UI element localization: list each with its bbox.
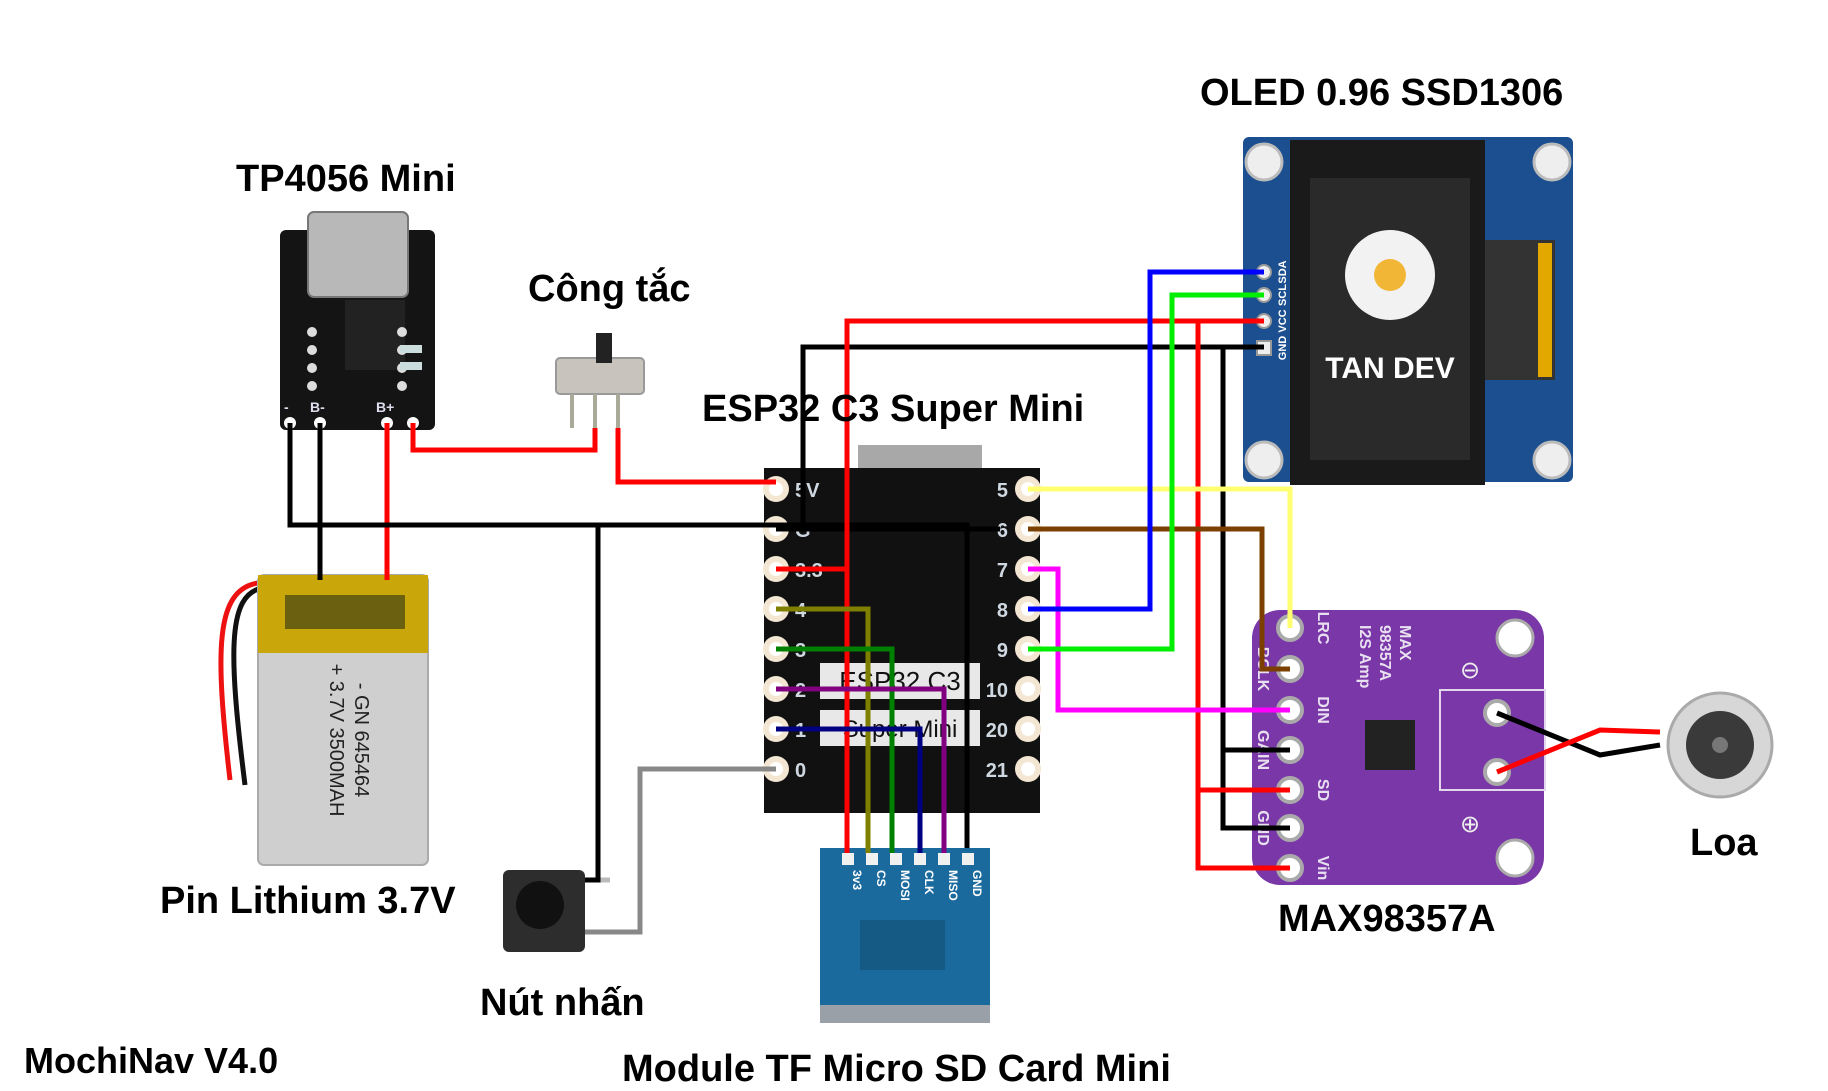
wire-button-gpio0	[585, 766, 776, 935]
tp4056-pin-bminus: B-	[310, 399, 325, 415]
daisy-flower-icon	[1345, 230, 1435, 320]
esp-pin-label: 6	[997, 520, 1008, 542]
esp-pin-label: 7	[997, 560, 1008, 582]
esp32-label: ESP32 C3 Super Mini	[702, 388, 1085, 430]
sd-card-module: 3v3 CS MOSI CLK MISO GND	[820, 848, 990, 1023]
wire-tp-plus-switch	[410, 423, 598, 453]
switch-label: Công tắc	[528, 268, 691, 310]
max98357a-module: LRC BCLK DIN GAIN SD GND Vin MAX 98357A …	[1252, 610, 1546, 885]
amp-silk: MAX	[1396, 625, 1413, 661]
esp-pin-label: 5	[997, 480, 1008, 502]
tp4056-pin-bplus: B+	[376, 399, 394, 415]
wire-miso	[776, 726, 923, 853]
tp4056-pin-minus: -	[284, 399, 289, 415]
battery-print-line1: - GN 645464	[350, 683, 372, 798]
battery-print-line2: + 3.7V 3500MAH	[325, 664, 347, 817]
esp-pin-label: 20	[986, 720, 1008, 742]
speaker-icon	[1666, 691, 1774, 799]
amp-silk: 98357A	[1376, 625, 1393, 681]
sd-pin-label: CS	[874, 870, 888, 887]
project-title: MochiNav V4.0	[24, 1040, 279, 1081]
lithium-battery: - GN 645464 + 3.7V 3500MAH	[218, 574, 429, 866]
sd-pin-label: MISO	[946, 870, 960, 901]
oled-pin-scl: SCL	[1277, 284, 1289, 306]
wire-vcc-amp-vin	[1195, 790, 1290, 871]
oled-label: OLED 0.96 SSD1306	[1200, 72, 1564, 114]
wire-gnd-button	[585, 525, 601, 883]
slide-switch-icon	[555, 333, 645, 428]
wire-gnd-oled	[800, 344, 1264, 529]
plus-terminal-icon: ⊕	[1460, 811, 1480, 838]
wires	[287, 269, 1661, 935]
wire-mosi	[776, 646, 895, 853]
esp-pin-label: 5V	[795, 480, 820, 502]
wire-sda	[1028, 269, 1264, 612]
battery-label: Pin Lithium 3.7V	[160, 880, 456, 922]
tp4056-label: TP4056 Mini	[236, 158, 456, 200]
wire-gnd-amp	[1220, 347, 1290, 831]
usb-c-connector-icon	[307, 211, 409, 298]
button-label: Nút nhấn	[480, 982, 645, 1024]
sd-pin-label: 3v3	[850, 870, 864, 890]
wire-tp-minus-gnd-bus	[287, 423, 970, 848]
wire-3v3-bus	[776, 318, 1264, 572]
amp-pin-label: SD	[1314, 779, 1331, 801]
wire-din	[1028, 566, 1290, 713]
speaker-label: Loa	[1690, 822, 1758, 864]
amp-pin-label: Vin	[1314, 856, 1331, 881]
wire-speaker-neg	[1496, 710, 1661, 758]
wire-switch-5v	[615, 428, 776, 485]
wire-speaker-pos	[1496, 727, 1661, 775]
amp-pin-label: DIN	[1314, 696, 1331, 724]
sd-pin-label: MOSI	[898, 870, 912, 901]
amp-pin-label: LRC	[1314, 612, 1331, 645]
usb-c-connector-icon	[858, 445, 982, 470]
wire-scl	[1028, 292, 1264, 652]
esp-pin-label: 21	[986, 760, 1008, 782]
oled-display-module: TAN DEV SDA SCL VCC GND	[1243, 137, 1573, 485]
push-button-icon	[503, 870, 610, 952]
amp-silk: I2S Amp	[1356, 625, 1373, 689]
amp-label: MAX98357A	[1278, 898, 1496, 940]
esp-pin-label: 9	[997, 640, 1008, 662]
oled-pin-vcc: VCC	[1277, 309, 1289, 332]
sdcard-label: Module TF Micro SD Card Mini	[622, 1048, 1171, 1090]
esp-pin-label: 10	[986, 680, 1008, 702]
sd-pin-label: CLK	[922, 870, 936, 895]
oled-pin-gnd: GND	[1277, 336, 1289, 361]
esp-pin-label: 0	[795, 760, 806, 782]
sd-pin-label: GND	[970, 870, 984, 897]
oled-screen-text: TAN DEV	[1325, 352, 1454, 385]
minus-terminal-icon: ⊖	[1460, 657, 1480, 684]
esp-pin-label: 8	[997, 600, 1008, 622]
tp4056-module: - B- B+	[280, 211, 435, 430]
wire-cs	[776, 606, 871, 853]
oled-pin-sda: SDA	[1277, 260, 1289, 283]
wire-bclk	[1028, 526, 1290, 672]
wire-clk	[776, 686, 947, 853]
wire-lrc	[1028, 486, 1293, 628]
